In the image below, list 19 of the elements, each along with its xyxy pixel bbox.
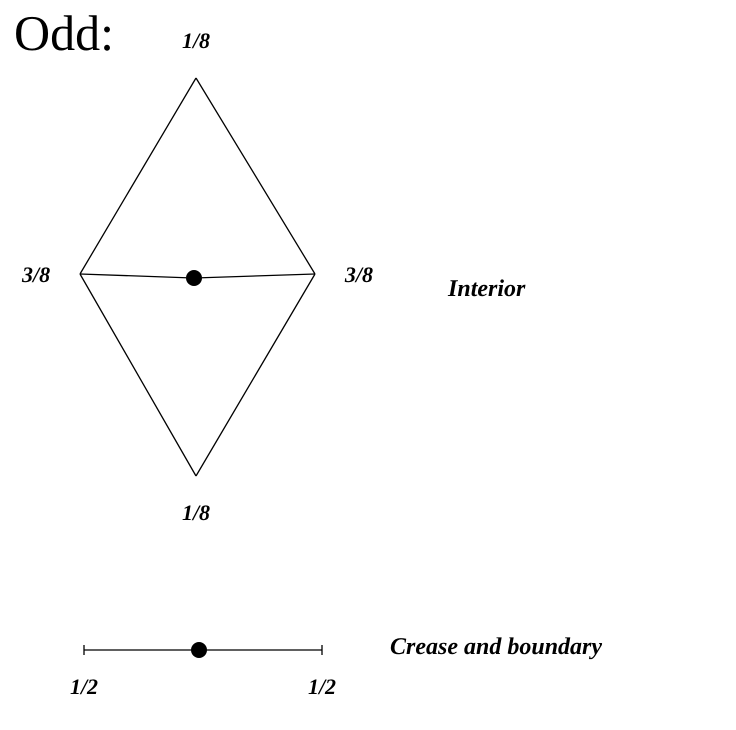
mask-label: Interior bbox=[448, 276, 526, 303]
edge-line bbox=[195, 78, 316, 274]
title: Odd: bbox=[14, 4, 114, 62]
edge-line bbox=[195, 274, 316, 476]
vertex-dot bbox=[191, 642, 207, 658]
vertex-weight: 1/2 bbox=[297, 650, 347, 700]
edge-line bbox=[80, 273, 186, 278]
vertex-weight: 1/8 bbox=[171, 476, 221, 526]
edge-line bbox=[207, 645, 323, 655]
vertex-weight: 3/8 bbox=[315, 250, 373, 300]
edge-line bbox=[79, 78, 197, 274]
edge-line bbox=[202, 273, 316, 278]
mask-label: Crease and boundary bbox=[390, 634, 602, 661]
vertex-weight: 1/8 bbox=[171, 28, 221, 78]
vertex-dot bbox=[186, 270, 202, 286]
vertex-weight: 1/2 bbox=[59, 650, 109, 700]
edge-line bbox=[83, 645, 191, 655]
vertex-weight: 3/8 bbox=[22, 250, 80, 300]
edge-line bbox=[79, 274, 197, 476]
